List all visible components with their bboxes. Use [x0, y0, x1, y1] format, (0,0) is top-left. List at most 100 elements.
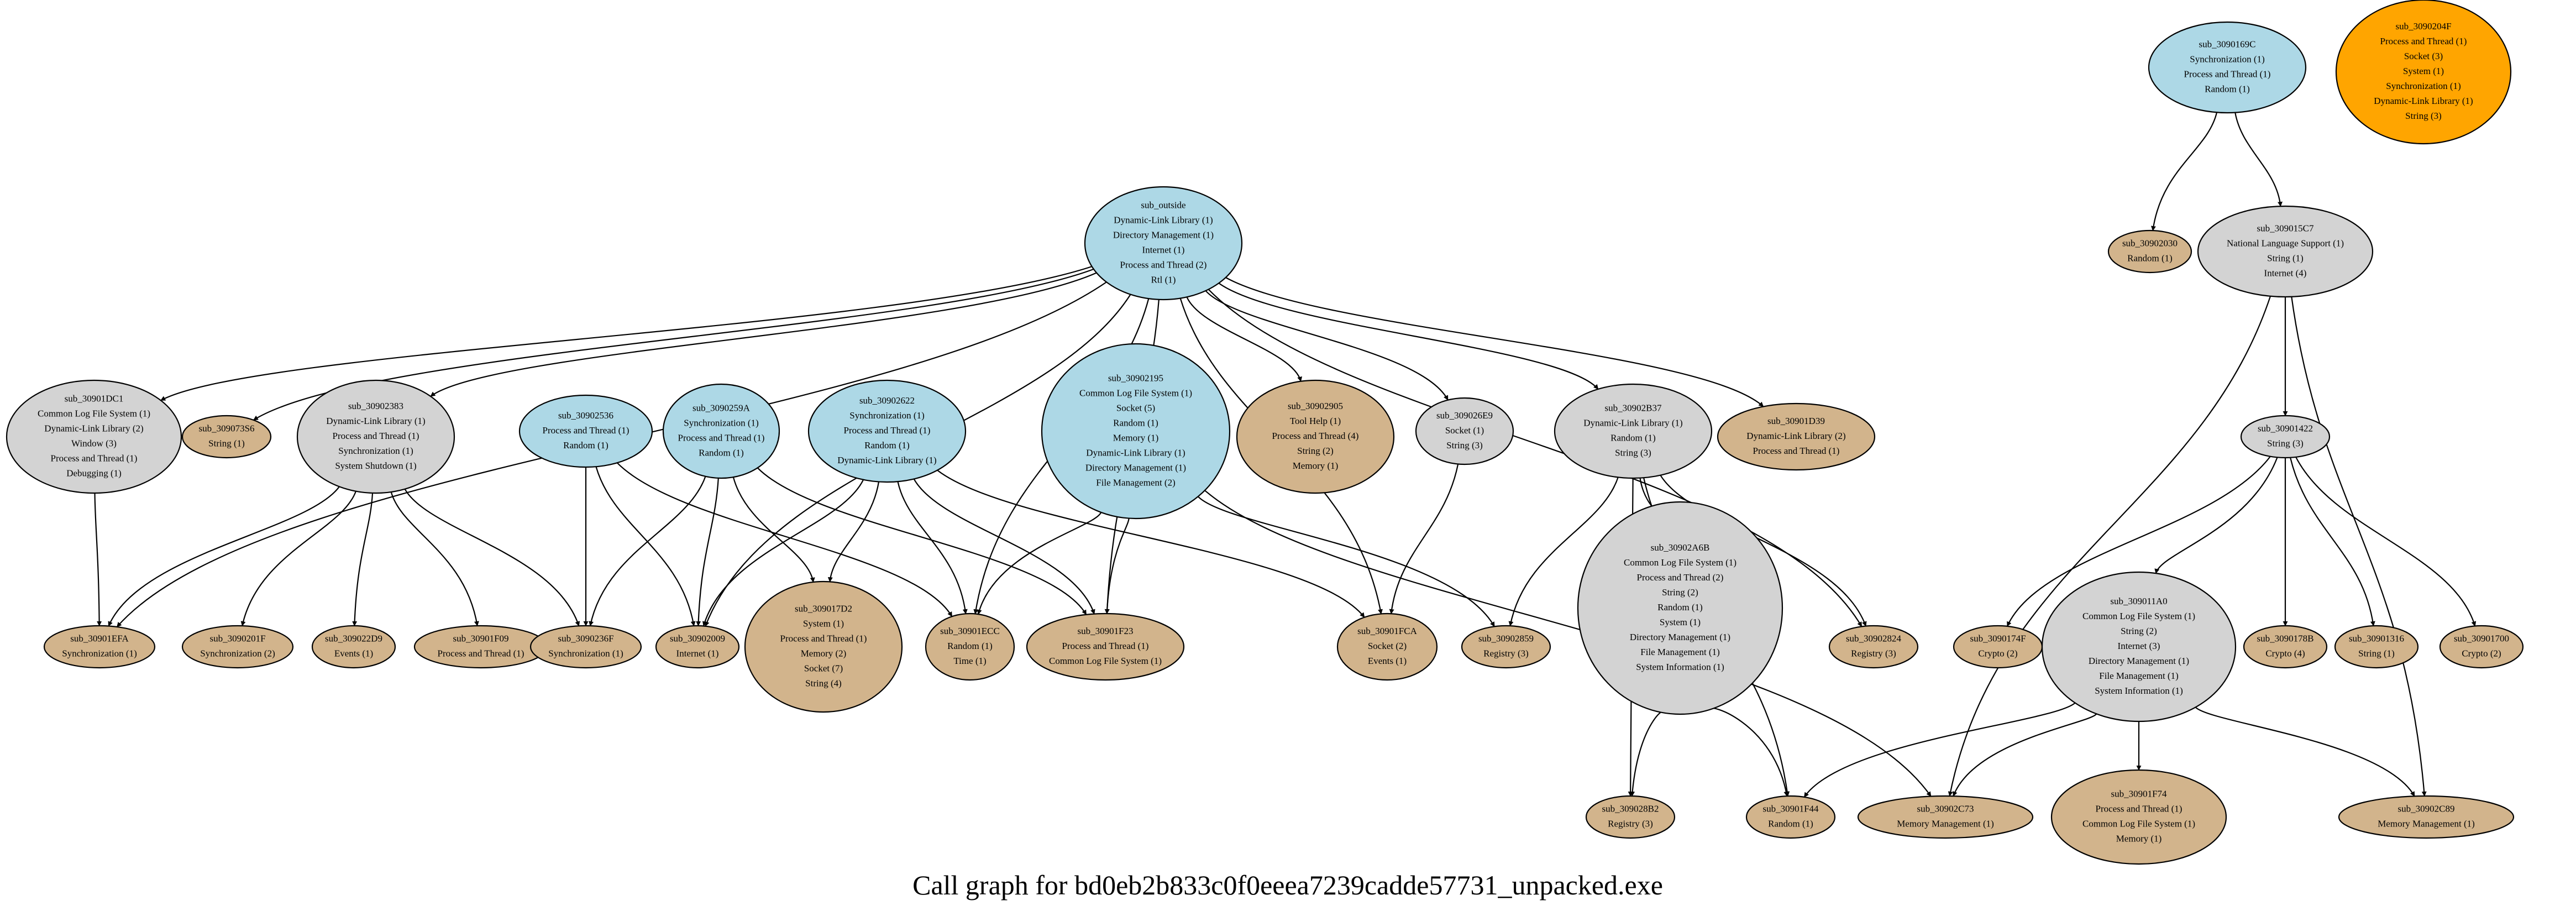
node-category-line: String (2) — [1662, 587, 1698, 598]
node-name: sub_30902C89 — [2398, 803, 2455, 814]
node-category-line: Dynamic-Link Library (2) — [1746, 431, 1845, 441]
node-category-line: Dynamic-Link Library (1) — [1583, 417, 1682, 428]
node-category-line: String (2) — [2121, 626, 2157, 636]
node-name: sub_30902030 — [2122, 238, 2178, 248]
node-name: sub_3090259A — [692, 402, 751, 413]
node-category-line: Internet (1) — [676, 648, 719, 658]
node-category-line: System Information (1) — [1636, 662, 1724, 672]
node-name: sub_outside — [1141, 200, 1185, 210]
edge-sub_30902622-to-sub_30901FCA — [937, 469, 1365, 618]
node-category-line: Memory Management (1) — [1897, 818, 1994, 829]
node-ellipse — [2197, 205, 2374, 298]
node-name: sub_309028B2 — [1602, 803, 1659, 814]
node-category-line: Time (1) — [953, 656, 986, 666]
node-ellipse — [1084, 186, 1243, 301]
node-ellipse — [413, 625, 548, 669]
node-category-line: System Information (1) — [2095, 685, 2183, 696]
edge-sub_30902B37-to-sub_30902824 — [1660, 475, 1867, 627]
edge-sub_30902622-to-sub_309017D2 — [827, 481, 880, 583]
node-category-line: Random (1) — [947, 641, 993, 651]
edge-sub_309011A0-to-sub_30902C73 — [1953, 713, 2097, 797]
edge-sub_outside-to-sub_30901DC1 — [160, 266, 1093, 401]
node-ellipse — [1577, 501, 1783, 715]
node-ellipse — [807, 379, 967, 483]
edge-sub_outside-to-sub_30902B37 — [1218, 282, 1599, 390]
node-category-line: Synchronization (1) — [849, 410, 925, 421]
node-ellipse — [2041, 571, 2237, 722]
node-name: sub_3090169C — [2199, 39, 2256, 49]
node-category-line: Random (1) — [563, 440, 608, 451]
node-name: sub_30901EFA — [70, 633, 129, 643]
node-category-line: Tool Help (1) — [1290, 416, 1341, 426]
node-name: sub_3090178B — [2257, 633, 2314, 643]
node-name: sub_30902383 — [348, 401, 403, 411]
node-name: sub_30902A6B — [1651, 542, 1710, 553]
edge-sub_30901DC1-to-sub_30901EFA — [94, 493, 102, 626]
node-ellipse — [1554, 383, 1713, 479]
node-category-line: Process and Thread (2) — [1120, 259, 1207, 270]
node-ellipse — [2335, 0, 2512, 145]
edge-sub_3090259A-to-sub_30901F23 — [757, 467, 1087, 615]
node-ellipse — [529, 625, 642, 669]
node-category-line: System (1) — [1660, 617, 1701, 627]
node-ellipse — [1953, 625, 2043, 669]
node-category-line: Socket (3) — [2404, 51, 2443, 61]
edge-sub_309011A0-to-sub_30902C89 — [2195, 706, 2415, 797]
node-ellipse — [1415, 397, 1514, 465]
edge-sub_3090259A-to-sub_30902009 — [696, 478, 719, 626]
node-ellipse — [296, 379, 455, 494]
node-category-line: Common Log File System (1) — [2082, 818, 2195, 829]
node-ellipse — [1745, 795, 1836, 839]
node-category-line: Dynamic-Link Library (1) — [326, 416, 425, 426]
edge-sub_30902A6B-to-sub_30901F44 — [1709, 707, 1789, 797]
node-name: sub_30902009 — [670, 633, 725, 643]
edge-sub_309026E9-to-sub_30901FCA — [1389, 464, 1459, 615]
node-category-line: Dynamic-Link Library (1) — [837, 455, 936, 465]
node-category-line: Crypto (2) — [1978, 648, 2017, 658]
edge-sub_30902383-to-sub_3090201F — [240, 491, 356, 627]
node-category-line: Random (1) — [1657, 602, 1703, 612]
node-category-line: Dynamic-Link Library (1) — [1114, 214, 1213, 225]
edge-sub_30902195-to-sub_30901ECC — [977, 512, 1102, 615]
node-category-line: Process and Thread (1) — [51, 453, 138, 463]
node-category-line: Socket (2) — [1368, 641, 1407, 651]
node-category-line: Common Log File System (1) — [1079, 388, 1192, 398]
node-category-line: Events (1) — [334, 648, 373, 658]
node-name: sub_3090236F — [558, 633, 613, 643]
node-name: sub_30902B37 — [1605, 402, 1662, 413]
node-category-line: String (1) — [2358, 648, 2395, 658]
node-category-line: Process and Thread (1) — [844, 425, 931, 436]
node-category-line: Synchronization (2) — [200, 648, 275, 658]
node-ellipse — [518, 394, 653, 468]
edge-sub_outside-to-sub_30902383 — [430, 272, 1097, 397]
node-category-line: Random (1) — [699, 447, 744, 458]
node-name: sub_309022D9 — [325, 633, 382, 643]
node-category-line: Random (1) — [1768, 818, 1813, 829]
node-name: sub_30902859 — [1478, 633, 1534, 643]
node-ellipse — [2107, 229, 2192, 274]
node-name: sub_3090201F — [209, 633, 265, 643]
node-name: sub_30902905 — [1288, 401, 1343, 411]
node-category-line: Process and Thread (1) — [438, 648, 524, 658]
edge-sub_30902622-to-sub_30901ECC — [897, 481, 968, 615]
edge-sub_309015C7-to-sub_30902C73 — [1948, 296, 2271, 797]
node-ellipse — [2240, 415, 2331, 459]
node-name: sub_30902C73 — [1917, 803, 1974, 814]
